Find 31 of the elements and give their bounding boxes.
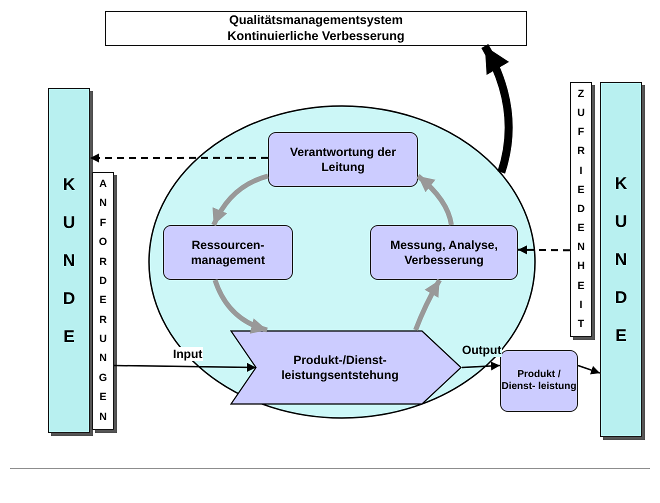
curved-arrow (481, 44, 513, 174)
curved-arrow (211, 174, 269, 226)
edge-label: Input (172, 347, 204, 361)
node-label: Ressourcen- management (190, 238, 266, 268)
node-label: Produkt-/Dienst- leistungsentstehung (280, 352, 400, 382)
vertical-text: ANFORDERUNGEN (98, 176, 108, 425)
process-box (370, 225, 518, 280)
process-box (500, 350, 578, 412)
customer-bar (600, 82, 642, 437)
arrow (578, 364, 600, 374)
node-label: Verantwortung der Leitung (288, 144, 397, 174)
vertical-text: KUNDE (614, 172, 628, 346)
dashed-arrow (518, 245, 570, 254)
curved-arrow (212, 279, 268, 334)
arrow (114, 362, 256, 372)
vertical-label-strip (92, 172, 114, 430)
arrow (462, 361, 500, 370)
vertical-text: KUNDE (62, 174, 76, 348)
curved-arrow (413, 278, 442, 331)
process-box (268, 132, 418, 187)
node-label: Messung, Analyse, Verbesserung (389, 238, 499, 268)
node-label: Qualitätsmanagementsystem Kontinuierliche Verbesserung (226, 12, 406, 44)
title-box (105, 11, 527, 46)
edge-label: Output (461, 343, 502, 357)
customer-bar (48, 88, 90, 433)
dashed-arrow (90, 154, 268, 163)
node-label: Produkt / Dienst- leistung (501, 368, 577, 394)
vertical-text: ZUFRIEDENHEIT (576, 86, 586, 332)
vertical-label-strip (570, 82, 592, 337)
process-box (163, 225, 293, 280)
curved-arrow (416, 174, 454, 226)
